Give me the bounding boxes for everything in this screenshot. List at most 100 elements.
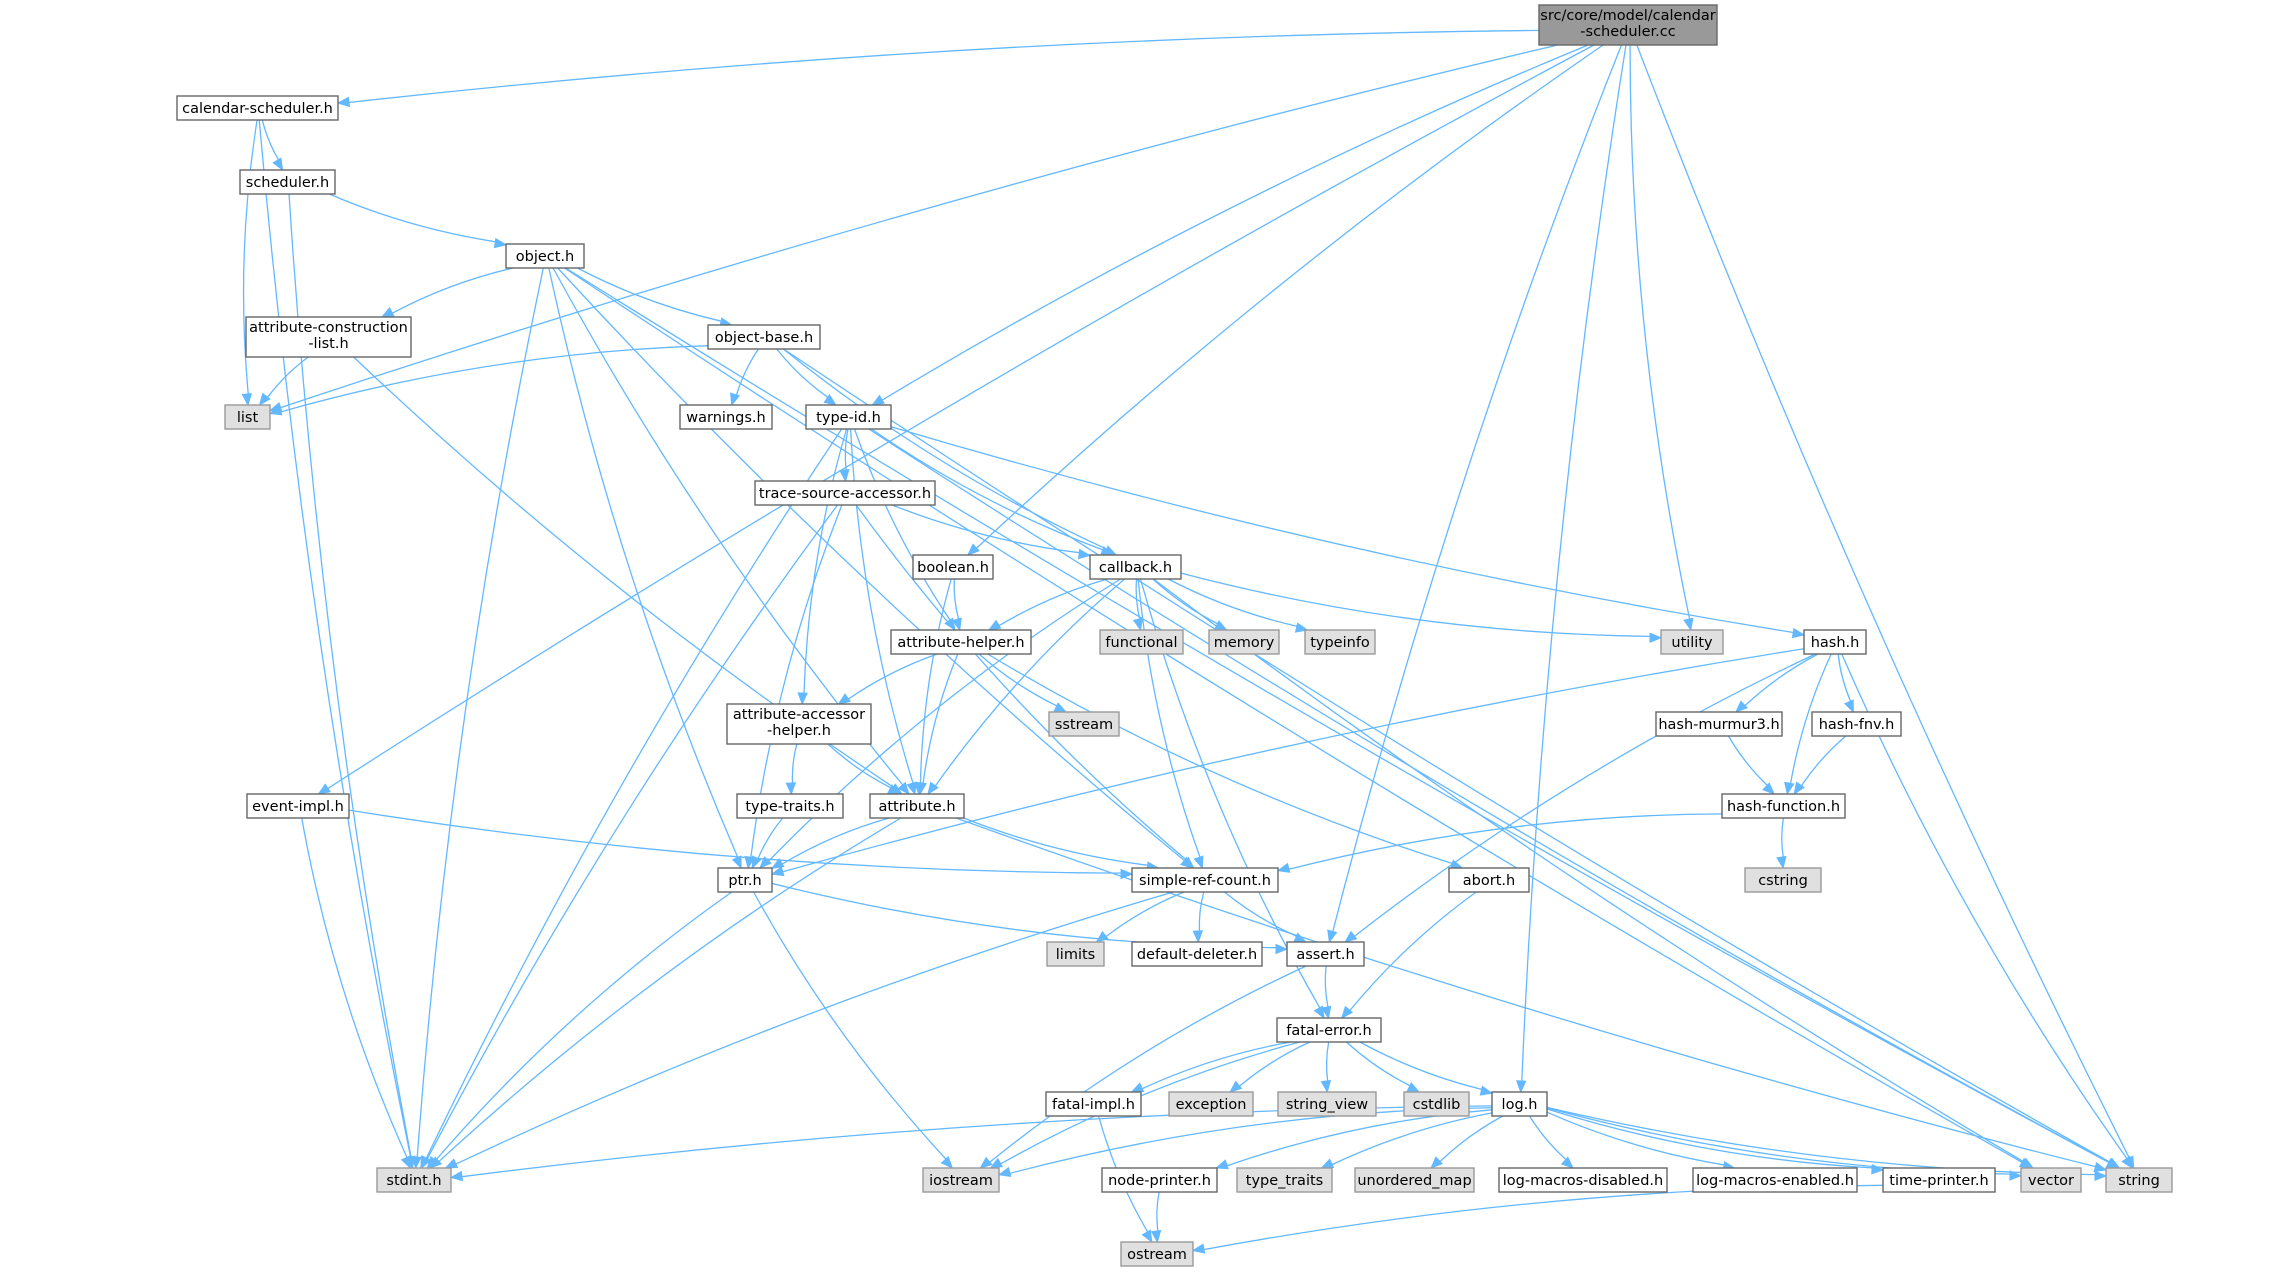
- node-warnings-h[interactable]: warnings.h: [679, 404, 773, 430]
- node-label: utility: [1671, 635, 1713, 651]
- edge-type_id_h-to-string: [868, 428, 2120, 1169]
- edge-line: [1800, 735, 1847, 787]
- edge-fatal_error_h-to-cstdlib: [1345, 1041, 1421, 1093]
- node-cstdlib: cstdlib: [1403, 1091, 1470, 1117]
- node-log-h[interactable]: log.h: [1491, 1091, 1548, 1117]
- edge-line: [1325, 1041, 1330, 1082]
- edge-line: [391, 267, 514, 314]
- edge-assert_h-to-fatal_error_h: [1321, 965, 1332, 1020]
- edge-line: [1331, 1112, 1493, 1166]
- node-default-deleter-h[interactable]: default-deleter.h: [1131, 941, 1263, 967]
- edge-attribute_h-to-stdint_h: [429, 817, 902, 1169]
- node-boolean-h[interactable]: boolean.h: [912, 554, 994, 580]
- node-assert-h[interactable]: assert.h: [1286, 941, 1365, 967]
- edge-scheduler_h-to-object_h: [328, 193, 508, 249]
- edge-line: [327, 44, 1595, 789]
- node-limits: limits: [1046, 941, 1105, 967]
- edge-line: [781, 817, 890, 865]
- edge-line: [1226, 1109, 1493, 1167]
- arrow-head: [2121, 1155, 2133, 1170]
- arrow-head: [2093, 1162, 2108, 1173]
- edge-hash_h-to-ptr_h: [770, 648, 1805, 877]
- node-box: [1131, 867, 1279, 893]
- arrow-head: [940, 1156, 954, 1169]
- node-attribute-helper-h[interactable]: attribute-helper.h: [890, 629, 1032, 655]
- node-trace-source-accessor-h[interactable]: trace-source-accessor.h: [754, 480, 936, 506]
- arrow-head: [1683, 617, 1694, 632]
- node-hash-h[interactable]: hash.h: [1803, 629, 1867, 655]
- node-typeinfo: typeinfo: [1304, 629, 1376, 655]
- node-label: -scheduler.cc: [1580, 24, 1675, 40]
- node-box: [1208, 629, 1280, 655]
- node-event-impl-h[interactable]: event-impl.h: [246, 793, 350, 819]
- arrow-head: [1340, 1005, 1354, 1020]
- edge-line: [782, 648, 1805, 873]
- node-label: type-traits.h: [745, 799, 834, 815]
- node-box: [754, 480, 936, 506]
- node-sstream: sstream: [1048, 711, 1120, 737]
- edge-line: [1359, 1041, 1482, 1090]
- arrow-head: [906, 781, 917, 796]
- arrow-head: [272, 157, 284, 172]
- arrow-head: [1344, 930, 1358, 943]
- node-time-printer-h[interactable]: time-printer.h: [1882, 1167, 1996, 1193]
- arrow-head: [987, 619, 1002, 631]
- node-fatal-error-h[interactable]: fatal-error.h: [1276, 1017, 1382, 1043]
- edge-fatal_error_h-to-exception: [1229, 1041, 1311, 1093]
- arrow-head: [916, 781, 927, 796]
- node-calendar-scheduler-h[interactable]: calendar-scheduler.h: [176, 95, 339, 121]
- arrow-head: [1844, 699, 1854, 714]
- node-type-traits-h[interactable]: type-traits.h: [736, 793, 844, 819]
- node-label: hash-function.h: [1727, 799, 1840, 815]
- arrow-head: [1735, 700, 1748, 713]
- node-node-printer-h[interactable]: node-printer.h: [1101, 1167, 1218, 1193]
- arrow-head: [258, 392, 271, 407]
- arrow-head: [1132, 617, 1144, 632]
- node-exception: exception: [1168, 1091, 1254, 1117]
- node-hash-fnv-h[interactable]: hash-fnv.h: [1811, 711, 1902, 737]
- arrow-head: [1150, 1229, 1162, 1244]
- node-root[interactable]: src/core/model/calendar-scheduler.cc: [1538, 4, 1718, 46]
- arrow-head: [897, 781, 910, 796]
- node-log-macros-enabled-h[interactable]: log-macros-enabled.h: [1692, 1167, 1858, 1193]
- node-scheduler-h[interactable]: scheduler.h: [239, 169, 336, 195]
- edge-line: [1727, 735, 1768, 786]
- node-list: list: [224, 404, 271, 430]
- node-attr-accessor-helper-h[interactable]: attribute-accessor-helper.h: [726, 703, 872, 745]
- arrow-head: [927, 781, 939, 796]
- node-functional: functional: [1099, 629, 1184, 655]
- node-hash-function-h[interactable]: hash-function.h: [1721, 793, 1846, 819]
- node-ostream: ostream: [1120, 1241, 1194, 1267]
- edge-line: [1198, 891, 1205, 932]
- node-fatal-impl-h[interactable]: fatal-impl.h: [1045, 1091, 1142, 1117]
- node-ptr-h[interactable]: ptr.h: [717, 867, 773, 893]
- arrow-head: [1130, 1082, 1145, 1093]
- edge-callback_h-to-utility: [1180, 572, 1663, 643]
- edge-line: [1180, 572, 1651, 638]
- node-abort-h[interactable]: abort.h: [1448, 867, 1530, 893]
- node-object-h[interactable]: object.h: [505, 243, 585, 269]
- node-callback-h[interactable]: callback.h: [1089, 554, 1182, 580]
- edge-line: [1137, 578, 1201, 858]
- arrow-head: [785, 782, 797, 796]
- edge-abort_h-to-fatal_error_h: [1340, 891, 1477, 1020]
- node-object-base-h[interactable]: object-base.h: [707, 324, 821, 350]
- node-attr-construction-list-h[interactable]: attribute-construction-list.h: [245, 316, 412, 358]
- edge-object_base_h-to-string: [783, 348, 2121, 1169]
- node-log-macros-disabled-h[interactable]: log-macros-disabled.h: [1498, 1167, 1668, 1193]
- arrow-head: [837, 693, 851, 705]
- node-simple-ref-count-h[interactable]: simple-ref-count.h: [1131, 867, 1279, 893]
- arrow-head: [1321, 1005, 1332, 1020]
- node-hash-murmur3-h[interactable]: hash-murmur3.h: [1655, 711, 1783, 737]
- node-label: ptr.h: [728, 873, 761, 889]
- node-box: [1236, 1167, 1333, 1193]
- edge-line: [455, 891, 1174, 1165]
- arrow-head: [1320, 1079, 1332, 1094]
- node-box: [1721, 793, 1846, 819]
- node-box: [1089, 554, 1182, 580]
- edge-line: [844, 428, 849, 471]
- edge-hash_h-to-hash_function_h: [1784, 653, 1832, 796]
- node-type-id-h[interactable]: type-id.h: [805, 404, 892, 430]
- node-attribute-h[interactable]: attribute.h: [869, 793, 965, 819]
- edge-line: [1000, 1041, 1300, 1165]
